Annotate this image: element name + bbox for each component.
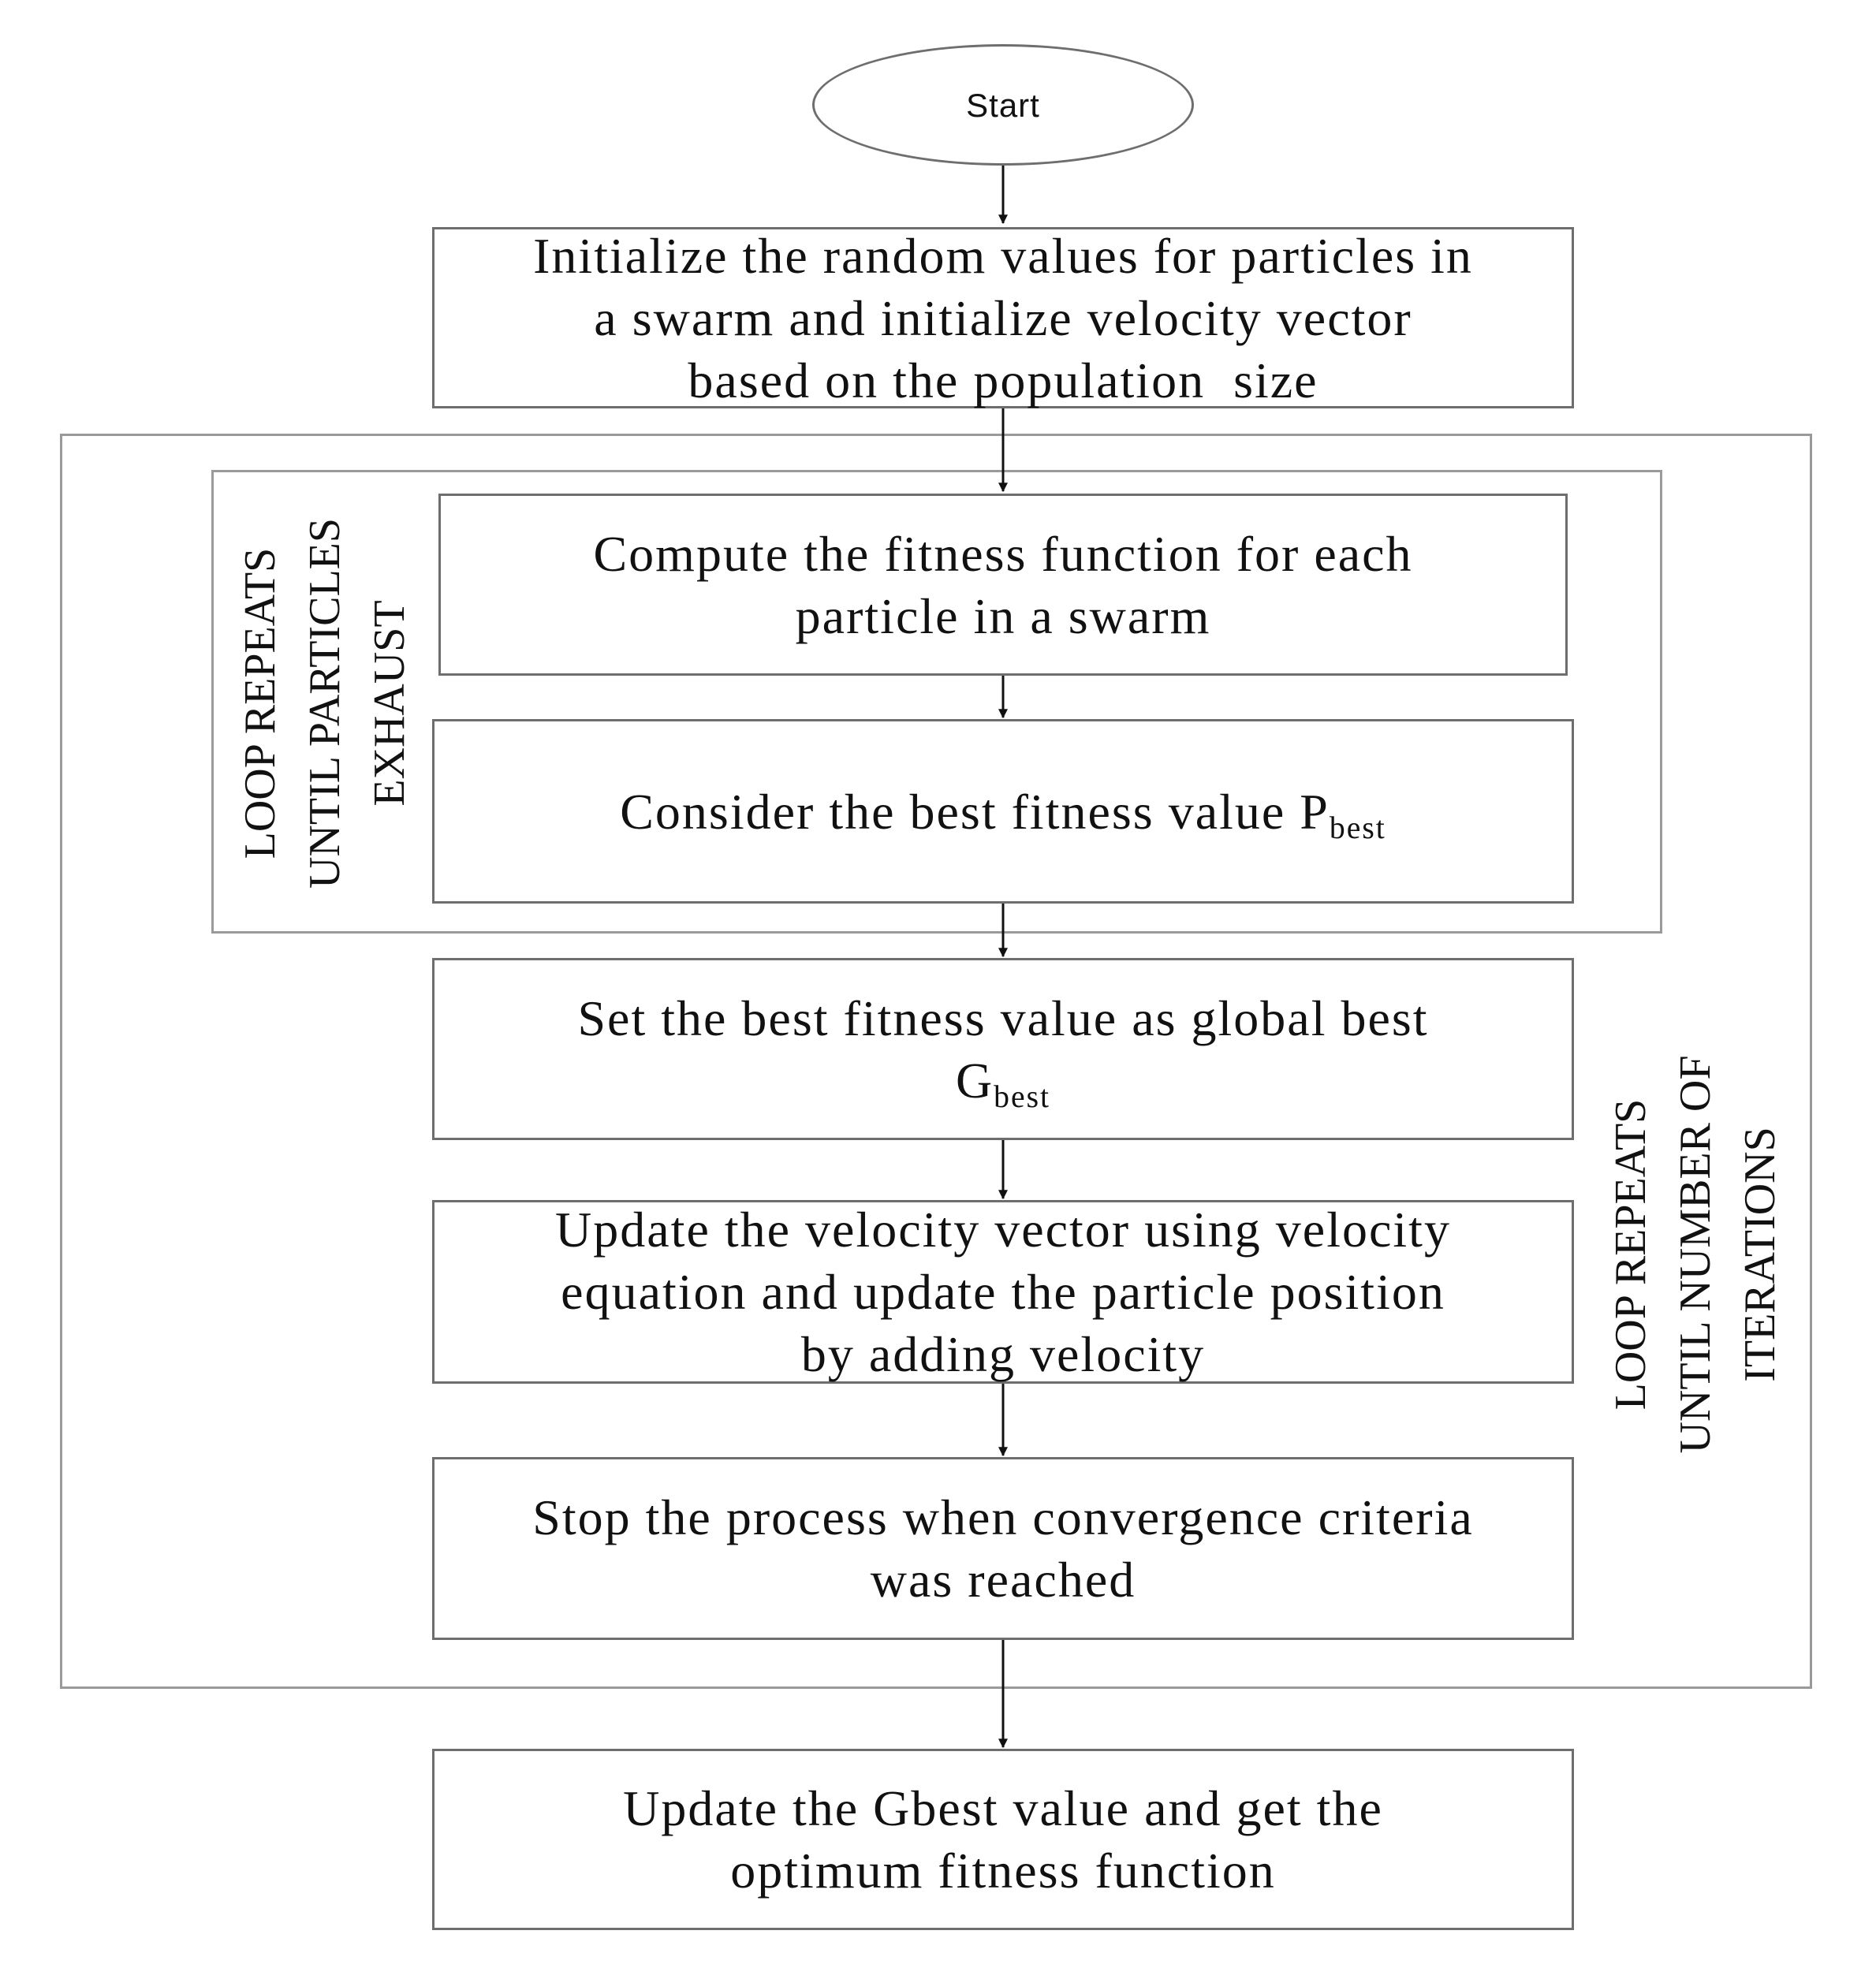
stop-line-1: Stop the process when convergence criter…	[532, 1489, 1474, 1545]
initialize-line-1: Initialize the random values for particl…	[533, 227, 1473, 284]
compute-fitness-step: Compute the fitness function for each pa…	[438, 494, 1568, 676]
gbest-subscript: best	[994, 1079, 1051, 1114]
set-gbest-step: Set the best fitness value as global bes…	[432, 958, 1574, 1140]
final-line-1: Update the Gbest value and get the	[623, 1780, 1383, 1836]
inner-loop-label: LOOP REPEATS UNTIL PARTICLES EXHAUST	[228, 518, 422, 889]
outer-loop-label-line-2: UNTIL NUMBER OF	[1671, 1055, 1720, 1454]
consider-pbest-step: Consider the best fitness value Pbest	[432, 719, 1574, 904]
compute-line-1: Compute the fitness function for each	[593, 525, 1413, 582]
inner-loop-label-line-1: LOOP REPEATS	[236, 547, 285, 859]
final-line-2: optimum fitness function	[730, 1843, 1276, 1899]
update-line-3: by adding velocity	[800, 1326, 1206, 1382]
compute-line-2: particle in a swarm	[795, 587, 1211, 644]
outer-loop-label-line-3: ITERATIONS	[1736, 1127, 1785, 1382]
set-gbest-line-1: Set the best fitness value as global bes…	[577, 990, 1429, 1046]
inner-loop-frame	[211, 470, 1662, 934]
inner-loop-label-line-2: UNTIL PARTICLES	[300, 517, 349, 889]
outer-loop-label-line-1: LOOP REPEATS	[1606, 1098, 1655, 1411]
update-velocity-step: Update the velocity vector using velocit…	[432, 1200, 1574, 1384]
pbest-subscript: best	[1329, 810, 1386, 845]
inner-loop-label-line-3: EXHAUST	[365, 600, 414, 807]
update-line-1: Update the velocity vector using velocit…	[555, 1202, 1451, 1258]
update-line-2: equation and update the particle positio…	[561, 1264, 1445, 1320]
final-gbest-step: Update the Gbest value and get the optim…	[432, 1749, 1574, 1930]
outer-loop-frame	[60, 434, 1812, 1689]
initialize-line-2: a swarm and initialize velocity vector	[594, 289, 1412, 346]
stop-process-step: Stop the process when convergence criter…	[432, 1457, 1574, 1640]
stop-line-2: was reached	[870, 1552, 1136, 1608]
consider-text: Consider the best fitness value P	[620, 783, 1330, 840]
start-label: Start	[966, 86, 1040, 124]
initialize-step: Initialize the random values for particl…	[432, 227, 1574, 408]
outer-loop-label: LOOP REPEATS UNTIL NUMBER OF ITERATIONS	[1598, 1055, 1792, 1453]
start-terminator: Start	[812, 44, 1194, 166]
gbest-symbol: G	[955, 1052, 994, 1109]
initialize-line-3: based on the population size	[688, 352, 1318, 408]
